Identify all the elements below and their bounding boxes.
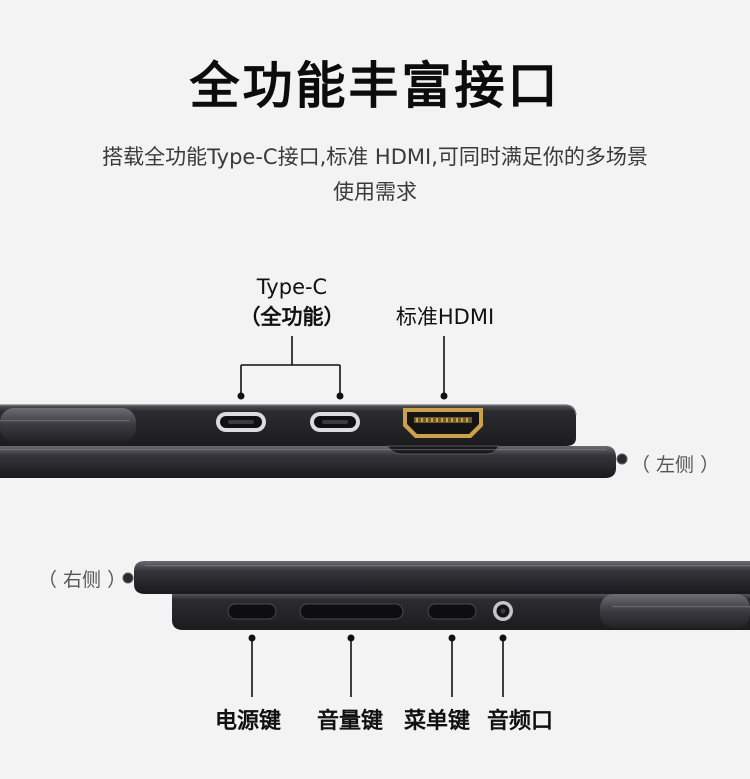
volume-key — [299, 603, 404, 620]
page-subtitle: 搭载全功能Type-C接口,标准 HDMI,可同时满足你的多场景 使用需求 — [40, 140, 710, 210]
typec-label-line-2: （全功能） — [239, 305, 345, 329]
right-side-label: （ 右侧 ） — [38, 569, 127, 591]
callout-dot — [237, 392, 245, 400]
typec-port-1 — [216, 412, 266, 432]
page-title: 全功能丰富接口 — [189, 57, 561, 115]
callout-dot — [448, 634, 456, 642]
callout-dot — [347, 634, 355, 642]
left-side-label: （ 左侧 ） — [631, 454, 720, 476]
left-side-panel — [0, 336, 628, 478]
typec-label: Type-C （全功能） — [232, 272, 352, 332]
typec-callout-lines — [240, 336, 445, 393]
audio-port-label: 音频口 — [487, 709, 554, 734]
kickstand-bar — [600, 594, 750, 628]
typec-label-line-1: Type-C — [256, 275, 328, 299]
hdmi-label: 标准HDMI — [395, 305, 495, 329]
callout-dot — [499, 634, 507, 642]
menu-key-label: 菜单键 — [404, 709, 471, 734]
callout-dot — [248, 634, 256, 642]
menu-key — [427, 603, 477, 620]
volume-key-label: 音量键 — [317, 709, 384, 734]
hdmi-port — [403, 408, 483, 438]
power-key-label: 电源键 — [215, 709, 282, 734]
audio-jack — [493, 601, 513, 621]
bottom-callout-lines — [251, 640, 504, 697]
power-key — [227, 603, 277, 620]
subtitle-line-2: 使用需求 — [333, 180, 417, 204]
right-side-panel — [122, 561, 750, 697]
typec-port-2 — [310, 412, 360, 432]
subtitle-line-1: 搭载全功能Type-C接口,标准 HDMI,可同时满足你的多场景 — [102, 145, 648, 169]
callout-dot — [336, 392, 344, 400]
callout-dot — [440, 392, 448, 400]
kickstand-bar — [0, 408, 136, 442]
